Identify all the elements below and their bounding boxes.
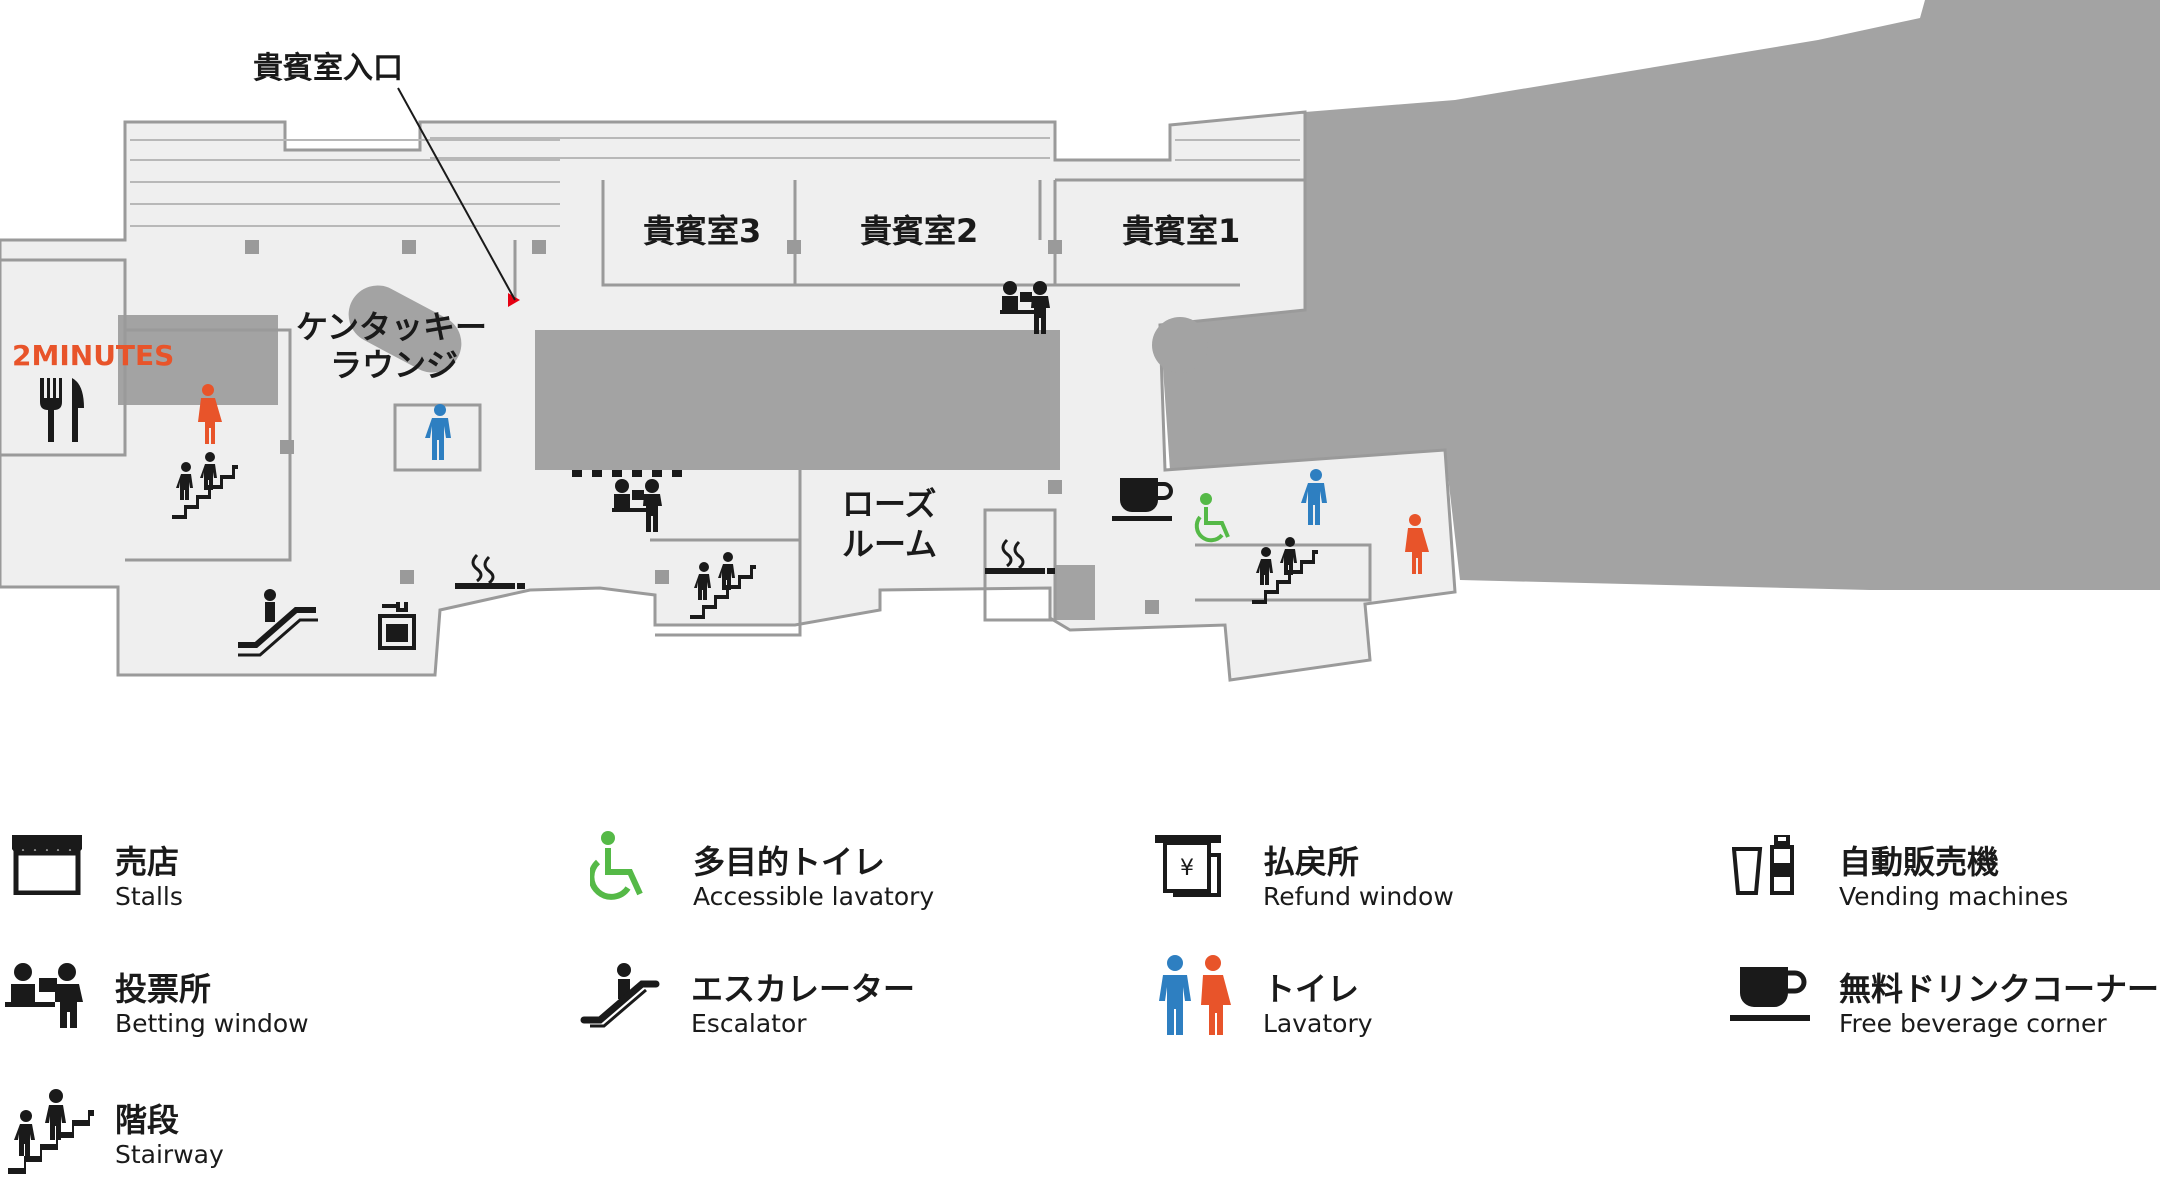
legend-jp: 自動販売機	[1839, 843, 2000, 881]
vending-icon-map	[378, 602, 416, 650]
free-beverage-icon	[1730, 967, 1810, 1021]
small-block-a	[1055, 565, 1095, 620]
stairway-icon	[8, 1089, 94, 1174]
label-rose-room-2: ルーム	[842, 525, 937, 563]
label-kentucky-lounge-2: ラウンジ	[330, 346, 458, 384]
legend-jp: エスカレーター	[691, 970, 916, 1008]
legend-item-stalls: 売店 Stalls	[0, 800, 500, 911]
legend-jp: 無料ドリンクコーナー	[1839, 970, 2160, 1008]
legend-item-stairway: 階段 Stairway	[0, 1058, 500, 1183]
lounge-bar-counter	[348, 285, 462, 373]
legend-jp: 売店	[115, 843, 180, 881]
legend-en: Refund window	[1263, 882, 1454, 911]
legend-jp: 投票所	[115, 970, 212, 1008]
stand-curve	[1152, 317, 1208, 373]
female-lavatory-icon-map-2	[1405, 514, 1429, 574]
legend-en: Lavatory	[1263, 1009, 1373, 1038]
legend-jp: 多目的トイレ	[693, 843, 886, 881]
columns	[245, 240, 1159, 614]
east-stand-area	[1160, 0, 2160, 590]
central-block	[535, 330, 1060, 470]
vending-machine-icon	[1732, 835, 1794, 895]
accessible-lavatory-icon	[590, 831, 643, 900]
legend-jp: 払戻所	[1263, 843, 1360, 881]
accessible-lavatory-icon-map	[1194, 493, 1230, 543]
seating-rows	[130, 137, 1300, 227]
lavatory-icon	[1159, 955, 1231, 1035]
legend-item-vending-machines: 自動販売機 Vending machines	[1725, 800, 2160, 911]
legend-en: Stairway	[115, 1140, 224, 1169]
label-vip-room-1: 貴賓室1	[1122, 212, 1240, 250]
escalator-icon-map	[238, 589, 318, 657]
legend-jp: トイレ	[1263, 970, 1360, 1008]
legend-item-accessible-lavatory: 多目的トイレ Accessible lavatory	[580, 800, 1140, 911]
legend: 売店 Stalls 多目的トイレ Accessible lavatory ¥ 払…	[0, 800, 2160, 1183]
legend-jp: 階段	[115, 1101, 180, 1139]
female-lavatory-icon-map-1	[198, 384, 222, 444]
betting-window-icon	[5, 963, 83, 1028]
cutlery-icon-map	[40, 378, 84, 442]
legend-item-escalator: エスカレーター Escalator	[580, 927, 1140, 1038]
label-vip-entrance: 貴賓室入口	[253, 51, 403, 86]
floor-map: 貴賓室入口 貴賓室3 貴賓室2 貴賓室1 ケンタッキー ラウンジ ローズ ルーム…	[0, 0, 2160, 682]
stall-icon	[12, 835, 82, 895]
legend-item-free-beverage: 無料ドリンクコーナー Free beverage corner	[1725, 927, 2160, 1038]
betting-windows-strip	[572, 470, 682, 477]
svg-text:¥: ¥	[1180, 856, 1194, 881]
legend-en: Free beverage corner	[1839, 1009, 2107, 1038]
legend-en: Stalls	[115, 882, 183, 911]
legend-en: Escalator	[691, 1009, 807, 1038]
label-restaurant: 2MINUTES	[12, 339, 174, 372]
legend-item-betting-window: 投票所 Betting window	[0, 927, 500, 1038]
escalator-icon	[580, 963, 660, 1028]
label-vip-room-2: 貴賓室2	[860, 212, 978, 250]
legend-en: Accessible lavatory	[693, 882, 935, 911]
vip-entrance-leader-line	[397, 87, 516, 301]
legend-en: Vending machines	[1839, 882, 2069, 911]
label-rose-room-1: ローズ	[842, 485, 936, 523]
legend-item-refund-window: ¥ 払戻所 Refund window	[1150, 800, 1710, 911]
legend-item-lavatory: トイレ Lavatory	[1150, 927, 1710, 1038]
legend-en: Betting window	[115, 1009, 309, 1038]
label-kentucky-lounge-1: ケンタッキー	[296, 308, 487, 346]
refund-window-icon: ¥	[1155, 835, 1221, 897]
label-vip-room-3: 貴賓室3	[643, 212, 761, 250]
